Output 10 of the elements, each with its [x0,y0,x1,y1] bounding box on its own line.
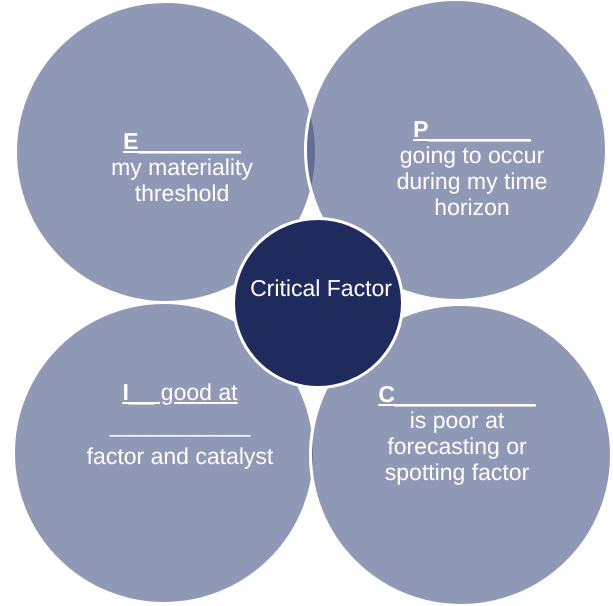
blank-heading: E________ [122,128,242,154]
blank-heading: I__ good at [121,379,239,405]
circle-text: factor and catalyst [86,443,274,469]
fill-in-line: ___________ [108,411,252,437]
blank-heading: P________ [412,116,532,142]
circle-text: my materiality threshold [110,154,254,206]
circle-text: is poor at forecasting or spotting factor [384,407,530,485]
circle-text: going to occur during my time horizon [396,142,548,220]
blank-heading: C___________ [377,381,537,407]
center-label: Critical Factor [249,275,393,301]
